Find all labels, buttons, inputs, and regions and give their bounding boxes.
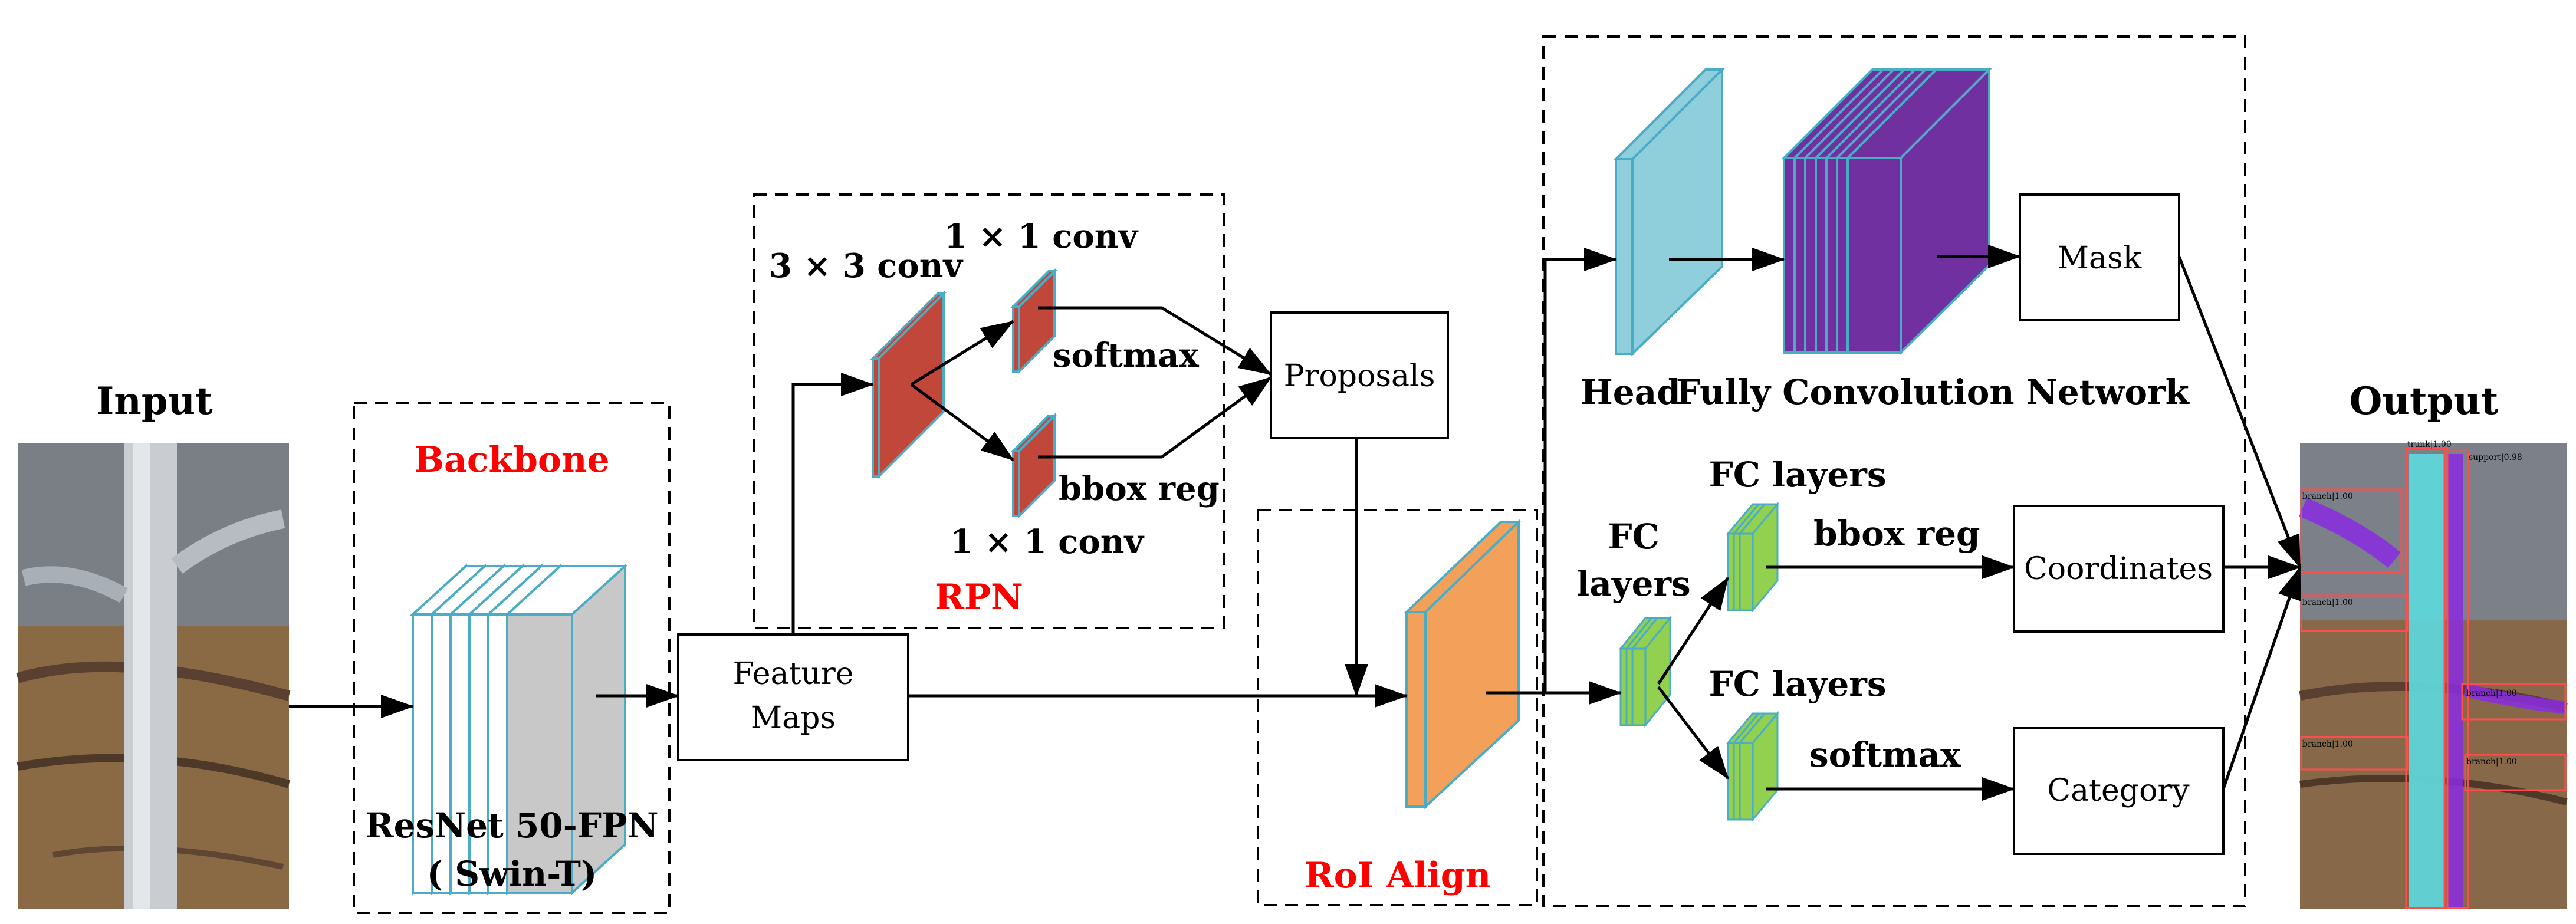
branch-mask xyxy=(2463,683,2567,714)
roi-align-block xyxy=(1404,519,1522,810)
overlay-label: branch|1.00 xyxy=(2466,757,2517,767)
trunk-mask xyxy=(2409,454,2444,909)
backbone-layers xyxy=(409,563,629,896)
fc-layers-top-label: FC layers xyxy=(1709,455,1887,495)
rpn-conv1-bottom-block xyxy=(1010,413,1057,519)
rpn-title: RPN xyxy=(935,577,1023,618)
softmax-rpn-label: softmax xyxy=(1053,336,1199,375)
overlay-label: trunk|1.00 xyxy=(2407,440,2452,449)
mask-label: Mask xyxy=(2058,241,2142,276)
swin-label: ( Swin-T) xyxy=(427,854,597,894)
backbone-group xyxy=(353,402,671,914)
arrow-bboxreg-proposals xyxy=(1038,376,1272,459)
proposals-label: Proposals xyxy=(1284,359,1435,394)
roi-align-group xyxy=(1257,509,1538,906)
head-label: Head xyxy=(1581,372,1681,412)
fc-block-bottom xyxy=(1726,711,1780,823)
coordinates-box xyxy=(2013,505,2225,633)
fc-layers-bottom-label: FC layers xyxy=(1709,664,1887,704)
input-label: Input xyxy=(96,379,213,423)
overlay-label: branch|1.00 xyxy=(2302,598,2353,607)
arrow-fc-fctop xyxy=(1657,577,1730,685)
feature-maps-box xyxy=(677,633,909,761)
resnet-label: ResNet 50-FPN xyxy=(365,805,658,846)
conv1-bottom-label: 1 × 1 conv xyxy=(950,522,1145,561)
conv1-top-label: 1 × 1 conv xyxy=(944,217,1139,256)
arrow-roi-head xyxy=(1543,248,1617,693)
proposals-box xyxy=(1270,311,1449,439)
roi-align-title: RoI Align xyxy=(1305,855,1491,896)
fc-block-left xyxy=(1618,615,1673,728)
output-label: Output xyxy=(2350,379,2499,423)
overlay-label: branch|1.00 xyxy=(2302,492,2353,501)
output-image: trunk|1.00 support|0.98 branch|1.00 bran… xyxy=(2299,440,2568,909)
fc-label-line2: layers xyxy=(1576,564,1690,604)
input-image xyxy=(16,443,291,909)
arrow-fc-fcbottom xyxy=(1657,686,1729,780)
fc-block-top xyxy=(1726,501,1780,613)
rpn-conv3-block xyxy=(870,291,947,479)
rpn-conv1-top-block xyxy=(1010,268,1057,374)
arrow-mask-output xyxy=(2177,256,2302,568)
arrow-conv3-conv1bottom xyxy=(910,383,1014,462)
arrow-softmax-proposals xyxy=(1038,306,1272,376)
backbone-title: Backbone xyxy=(414,439,609,481)
fcn-layers xyxy=(1781,67,1992,356)
bboxreg-rpn-label: bbox reg xyxy=(1059,469,1220,508)
fc-label-line1: FC xyxy=(1608,517,1659,557)
feature-maps-label-2: Maps xyxy=(751,701,836,736)
head-group xyxy=(1542,35,2246,907)
arrow-feature-rpn xyxy=(791,373,874,634)
fcn-label: Fully Convolution Network xyxy=(1676,372,2190,412)
softmax-head-label: softmax xyxy=(1809,735,1961,775)
overlay-label: branch|1.00 xyxy=(2466,689,2517,698)
bboxreg-head-label: bbox reg xyxy=(1813,514,1980,554)
branch-mask xyxy=(2299,498,2401,568)
head-block xyxy=(1613,67,1725,357)
category-label: Category xyxy=(2047,773,2190,808)
support-mask xyxy=(2447,454,2463,908)
overlay-label: support|0.98 xyxy=(2469,453,2522,462)
coordinates-label: Coordinates xyxy=(2024,551,2213,587)
conv3-label: 3 × 3 conv xyxy=(769,246,964,285)
feature-maps-label-1: Feature xyxy=(732,656,853,692)
arrow-conv3-conv1top xyxy=(910,320,1014,386)
arrow-category-output xyxy=(2222,566,2302,790)
overlay-label: branch|1.00 xyxy=(2302,739,2353,749)
